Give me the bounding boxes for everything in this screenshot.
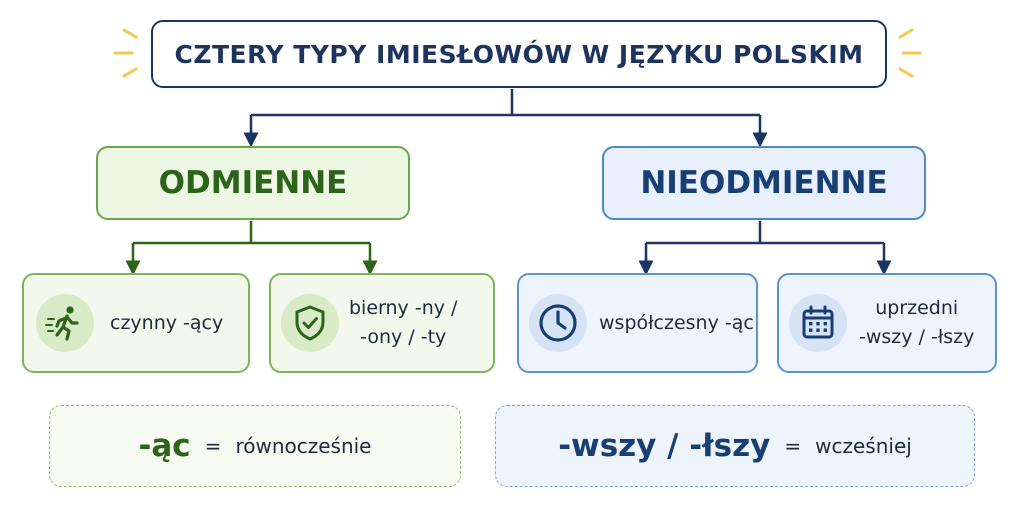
title-text: CZTERY TYPY IMIESŁOWÓW W JĘZYKU POLSKIM xyxy=(174,39,864,69)
leaf-bierny: bierny -ny / -ony / -ty xyxy=(269,273,495,373)
category-odmienne: ODMIENNE xyxy=(96,146,410,220)
leaf-bierny-label: bierny -ny / -ony / -ty xyxy=(349,294,457,352)
calendar-icon xyxy=(789,294,847,352)
rule-left-equals: = xyxy=(204,434,222,458)
category-odmienne-label: ODMIENNE xyxy=(158,165,348,201)
leaf-bierny-line2: -ony / -ty xyxy=(360,326,447,348)
leaf-czynny-label: czynny -ący xyxy=(110,311,224,334)
diagram-title: CZTERY TYPY IMIESŁOWÓW W JĘZYKU POLSKIM xyxy=(151,20,887,88)
leaf-czynny: czynny -ący xyxy=(22,273,250,373)
rule-left-meaning: równocześnie xyxy=(235,434,372,458)
rule-right-suffix: -wszy / -łszy xyxy=(558,428,771,464)
category-nieodmienne: NIEODMIENNE xyxy=(602,146,926,220)
running-person-icon xyxy=(36,294,94,352)
sparkle-right-icon xyxy=(898,28,922,78)
rule-left-suffix: -ąc xyxy=(138,428,191,464)
leaf-uprzedni: uprzedni -wszy / -łszy xyxy=(777,273,997,373)
clock-icon xyxy=(529,294,587,352)
leaf-uprzedni-label: uprzedni -wszy / -łszy xyxy=(859,294,974,352)
leaf-uprzedni-line1: uprzedni xyxy=(875,297,959,319)
rule-odmienne: -ąc = równocześnie xyxy=(49,405,461,487)
leaf-bierny-line1: bierny -ny / xyxy=(349,297,458,319)
category-nieodmienne-label: NIEODMIENNE xyxy=(640,165,888,201)
odmienne-connector xyxy=(131,221,372,263)
rule-right-equals: = xyxy=(784,434,802,458)
leaf-uprzedni-line2: -wszy / -łszy xyxy=(859,326,975,348)
leaf-wspolczesny-label: współczesny -ąc xyxy=(599,311,754,334)
shield-check-icon xyxy=(281,294,339,352)
rule-right-meaning: wcześniej xyxy=(815,434,912,458)
title-connector xyxy=(249,89,762,139)
sparkle-left-icon xyxy=(113,28,138,78)
leaf-wspolczesny: współczesny -ąc xyxy=(517,273,758,373)
nieodmienne-connector xyxy=(644,221,886,263)
rule-nieodmienne: -wszy / -łszy = wcześniej xyxy=(495,405,975,487)
